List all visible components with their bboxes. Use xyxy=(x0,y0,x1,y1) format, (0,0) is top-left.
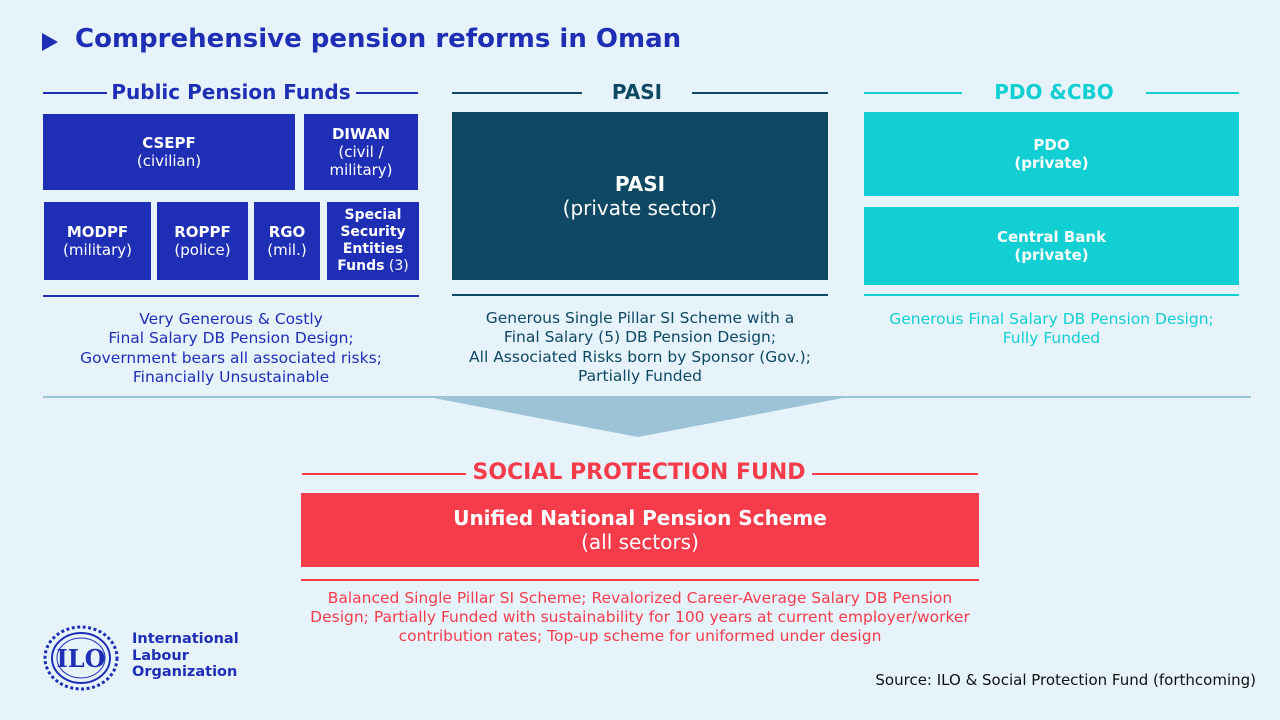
source-note: Source: ILO & Social Protection Fund (fo… xyxy=(875,671,1256,689)
unified-scheme-box: Unified National Pension Scheme (all sec… xyxy=(301,493,979,567)
spf-heading-rule-left xyxy=(302,473,466,475)
modpf-name: MODPF xyxy=(66,223,129,241)
pdo-desc-line: Generous Final Salary DB Pension Design; xyxy=(889,310,1214,328)
pasi-desc-line: Partially Funded xyxy=(577,367,703,386)
public-heading-rule-left xyxy=(43,92,107,94)
unified-scheme-sub: (all sectors) xyxy=(581,530,699,554)
central-bank-sub: (private) xyxy=(1014,246,1089,264)
pasi-description: Generous Single Pillar SI Scheme with a … xyxy=(440,309,840,387)
special-security-box: Special Security Entities Funds (3) xyxy=(327,202,419,280)
pasi-desc-line: Generous Single Pillar SI Scheme with a xyxy=(485,309,795,327)
public-heading-rule-right xyxy=(356,92,418,94)
ilo-wordmark: International Labour Organization xyxy=(132,631,239,681)
pasi-box-sub: (private sector) xyxy=(562,196,718,220)
spf-desc-line: Design; Partially Funded with sustainabi… xyxy=(310,607,970,626)
roppf-name: ROPPF xyxy=(174,223,231,241)
roppf-sub: (police) xyxy=(174,241,231,259)
pdo-desc-rule xyxy=(864,294,1239,296)
diwan-sub1: (civil / xyxy=(338,143,384,161)
rgo-box: RGO (mil.) xyxy=(254,202,320,280)
spf-desc-line: contribution rates; Top-up scheme for un… xyxy=(398,626,882,645)
pdo-sub: (private) xyxy=(1014,154,1089,172)
public-funds-heading: Public Pension Funds xyxy=(111,80,351,104)
pasi-desc-line: All Associated Risks born by Sponsor (Go… xyxy=(469,347,811,366)
modpf-sub: (military) xyxy=(63,241,132,259)
roppf-box: ROPPF (police) xyxy=(157,202,248,280)
ilo-line1: International xyxy=(132,631,239,647)
pasi-desc-rule xyxy=(452,294,828,296)
special-line1: Special xyxy=(344,206,402,223)
special-line2: Security xyxy=(340,223,406,240)
pasi-heading: PASI xyxy=(611,80,663,104)
pasi-box-name: PASI xyxy=(614,172,666,196)
diwan-sub2: military) xyxy=(329,161,393,179)
pdo-desc-line: Fully Funded xyxy=(1002,329,1101,348)
pdo-cbo-heading: PDO &CBO xyxy=(994,80,1114,104)
pasi-box: PASI (private sector) xyxy=(452,112,828,280)
title-triangle-icon xyxy=(42,33,58,51)
pdo-cbo-description: Generous Final Salary DB Pension Design;… xyxy=(864,310,1239,349)
page-title: Comprehensive pension reforms in Oman xyxy=(75,24,682,54)
spf-desc-rule xyxy=(301,579,979,581)
pdo-box: PDO (private) xyxy=(864,112,1239,196)
diwan-box: DIWAN (civil / military) xyxy=(304,114,418,190)
public-desc-line: Very Generous & Costly xyxy=(139,310,323,328)
public-desc-rule xyxy=(43,295,419,297)
unified-scheme-name: Unified National Pension Scheme xyxy=(453,506,827,530)
pdo-heading-rule-right xyxy=(1146,92,1239,94)
spf-description: Balanced Single Pillar SI Scheme; Revalo… xyxy=(280,589,1000,646)
csepf-sub: (civilian) xyxy=(136,152,202,170)
central-bank-name: Central Bank xyxy=(996,228,1107,246)
rgo-name: RGO xyxy=(268,223,306,241)
merge-funnel-arrow xyxy=(428,397,848,437)
special-count: (3) xyxy=(388,258,409,275)
modpf-box: MODPF (military) xyxy=(44,202,151,280)
ilo-line2: Labour xyxy=(132,647,189,664)
ilo-logo-icon: ILO xyxy=(43,625,119,691)
csepf-name: CSEPF xyxy=(142,134,196,152)
rgo-sub: (mil.) xyxy=(267,241,307,259)
pasi-desc-line: Final Salary (5) DB Pension Design; xyxy=(503,328,777,347)
spf-desc-line: Balanced Single Pillar SI Scheme; Revalo… xyxy=(327,589,953,607)
spf-heading: SOCIAL PROTECTION FUND xyxy=(472,460,806,485)
special-line3: Entities xyxy=(342,241,404,257)
pdo-heading-rule-left xyxy=(864,92,962,94)
special-line4: Funds xyxy=(337,258,385,275)
pasi-heading-rule-left xyxy=(452,92,582,94)
diwan-name: DIWAN xyxy=(331,125,391,143)
public-funds-description: Very Generous & Costly Final Salary DB P… xyxy=(43,310,419,388)
ilo-line3: Organization xyxy=(132,664,238,681)
central-bank-box: Central Bank (private) xyxy=(864,207,1239,285)
ilo-logo-mark: ILO xyxy=(56,644,105,673)
pdo-name: PDO xyxy=(1033,136,1070,154)
pasi-heading-rule-right xyxy=(692,92,828,94)
csepf-box: CSEPF (civilian) xyxy=(43,114,295,190)
public-desc-line: Government bears all associated risks; xyxy=(80,348,382,367)
public-desc-line: Financially Unsustainable xyxy=(132,368,330,387)
spf-heading-rule-right xyxy=(812,473,978,475)
public-desc-line: Final Salary DB Pension Design; xyxy=(108,329,354,348)
